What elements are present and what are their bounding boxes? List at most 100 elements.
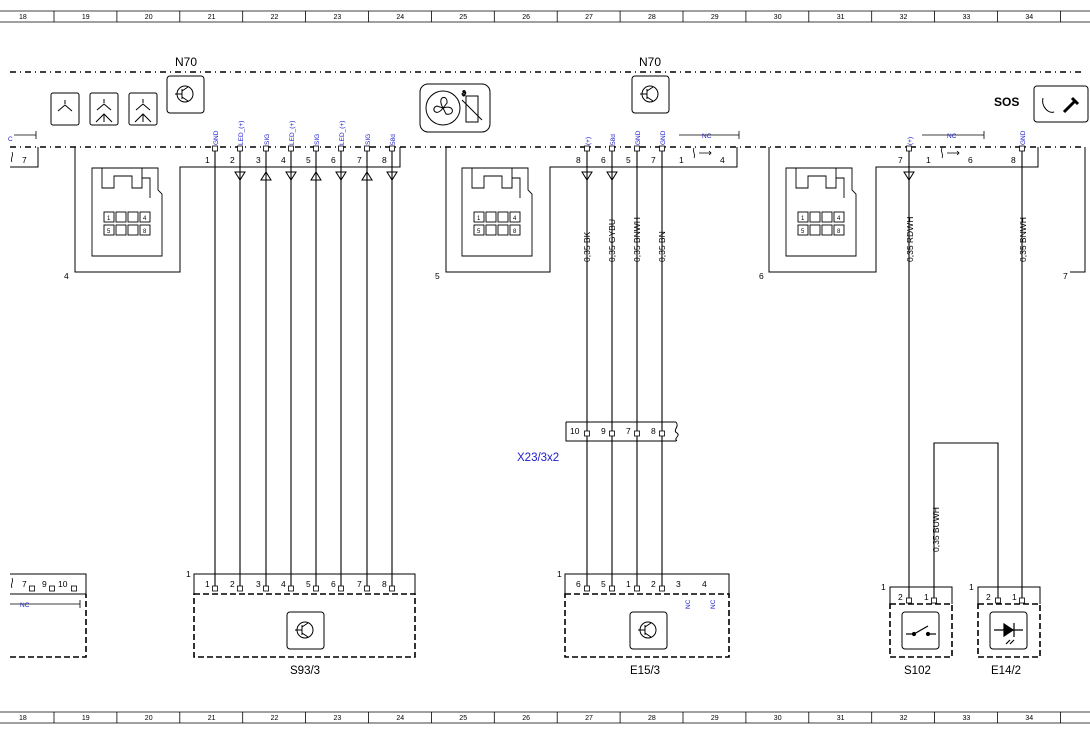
connector-cell-label: 1 — [107, 216, 111, 222]
connector-cell-label: 4 — [513, 216, 517, 222]
right-pin-number: 1 — [926, 155, 931, 165]
ruler-top — [0, 10, 1090, 23]
connector-face — [91, 167, 163, 257]
left-pin-number: 6 — [331, 155, 336, 165]
inline-pin-number: 7 — [626, 426, 631, 436]
left-connector-ref: 4 — [64, 271, 69, 281]
reading-lamp-icon — [50, 92, 158, 126]
nc-label: NC — [20, 602, 30, 609]
mid-pin-number: 4 — [720, 155, 725, 165]
ruler-top-label: 31 — [837, 14, 845, 21]
ruler-top-label: 27 — [585, 14, 593, 21]
inline-connector-label: X23/3x2 — [517, 452, 559, 464]
component-e15-3: E15/3 — [630, 665, 660, 677]
pin-terminal — [49, 585, 55, 592]
pin-terminal — [609, 145, 615, 152]
transistor-icon-s93 — [295, 621, 314, 639]
inline-pin-number: 10 — [570, 426, 580, 436]
mid-connector-ref: 5 — [435, 271, 440, 281]
pin-terminal — [906, 145, 912, 152]
right-pin-number: 6 — [968, 155, 973, 165]
right-pin-number: 7 — [898, 155, 903, 165]
pin-terminal — [338, 585, 344, 592]
pin-terminal — [389, 585, 395, 592]
component-s93-3: S93/3 — [290, 665, 320, 677]
pin-terminal — [1019, 597, 1025, 604]
wire-label: 0,35 BNWH — [1018, 217, 1028, 262]
ruler-bottom-label: 32 — [900, 715, 908, 722]
signal-label: SIG — [264, 134, 271, 145]
inline-connector-x23 — [565, 421, 679, 442]
wire-label: 0,35 BN — [657, 231, 667, 262]
ruler-bottom-label: 18 — [19, 715, 27, 722]
signal-label: SIG — [365, 134, 372, 145]
transistor-icon-right — [631, 75, 670, 114]
ruler-bottom-label: 21 — [208, 715, 216, 722]
left-connector: 1GND2LED_(+)3SIG4LED_(+)5SIG6LED_(+)7SIG… — [205, 121, 398, 181]
wire-label: 0,35 GYBU — [607, 219, 617, 262]
pin-terminal — [71, 585, 77, 592]
nc-label: NC — [947, 133, 957, 140]
component-s102: S102 — [904, 665, 931, 677]
fan-sensor-icon: ϑ — [419, 83, 491, 133]
ruler-top-label: 21 — [208, 14, 216, 21]
ruler-bottom-label: 19 — [82, 715, 90, 722]
s93-block-ref: 1 — [186, 569, 191, 579]
pin-terminal — [609, 430, 615, 437]
ruler-top-label: 20 — [145, 14, 153, 21]
s93-pin-number: 8 — [382, 579, 387, 589]
e15-pin-number: 1 — [626, 579, 631, 589]
s93-pin-number: 6 — [331, 579, 336, 589]
ruler-top-label: 19 — [82, 14, 90, 21]
pin-terminal — [659, 585, 665, 592]
n70-left-label: N70 — [175, 55, 197, 69]
ecu-boundary — [10, 71, 1085, 148]
signal-label: 58d — [390, 134, 397, 145]
left-pin-number: 2 — [230, 155, 235, 165]
ruler-bottom-label: 27 — [585, 715, 593, 722]
pin-terminal — [212, 585, 218, 592]
diode-icon-e14 — [994, 622, 1023, 645]
pin-terminal — [263, 145, 269, 152]
sos-label: SOS — [994, 95, 1019, 109]
e15-block-ref: 1 — [557, 569, 562, 579]
bottom-blocks — [10, 573, 1041, 658]
left-edge-pin-7: 7 — [22, 155, 27, 165]
s93-pin-number: 2 — [230, 579, 235, 589]
e15-pin-number: 5 — [601, 579, 606, 589]
left-edge-pin-number: 9 — [42, 579, 47, 589]
ruler-top-label: 26 — [522, 14, 530, 21]
e15-pin-number: 2 — [651, 579, 656, 589]
connector-cell-label: 4 — [143, 216, 147, 222]
phone-wrench-icon — [1033, 85, 1089, 123]
mid-pin-number: 8 — [576, 155, 581, 165]
wire-label: 0,35 RDWH — [905, 217, 915, 262]
nc-label: NC — [710, 599, 717, 609]
right-edge-ref: 7 — [1063, 271, 1068, 281]
pin-terminal — [237, 145, 243, 152]
ruler-bottom-label: 20 — [145, 715, 153, 722]
connector-cell-label: 8 — [837, 229, 841, 235]
nc-label: NC — [685, 599, 692, 609]
ruler-top-label: 18 — [19, 14, 27, 21]
nc-line — [922, 131, 985, 139]
component-e14-2: E14/2 — [991, 665, 1021, 677]
signal-label: GND — [635, 130, 642, 145]
connector-cell-label: 8 — [143, 229, 147, 235]
e15-pin-number: 4 — [702, 579, 707, 589]
left-pin-number: 7 — [357, 155, 362, 165]
ruler-bottom-label: 34 — [1025, 715, 1033, 722]
pin-terminal — [634, 430, 640, 437]
ruler-top-label: 22 — [271, 14, 279, 21]
connector-outlines — [10, 147, 1086, 273]
ruler-top-label: 28 — [648, 14, 656, 21]
pin-terminal — [288, 145, 294, 152]
signal-label: (+) — [585, 137, 592, 145]
nc-jumper — [693, 147, 712, 159]
jumper-mark — [11, 577, 13, 589]
